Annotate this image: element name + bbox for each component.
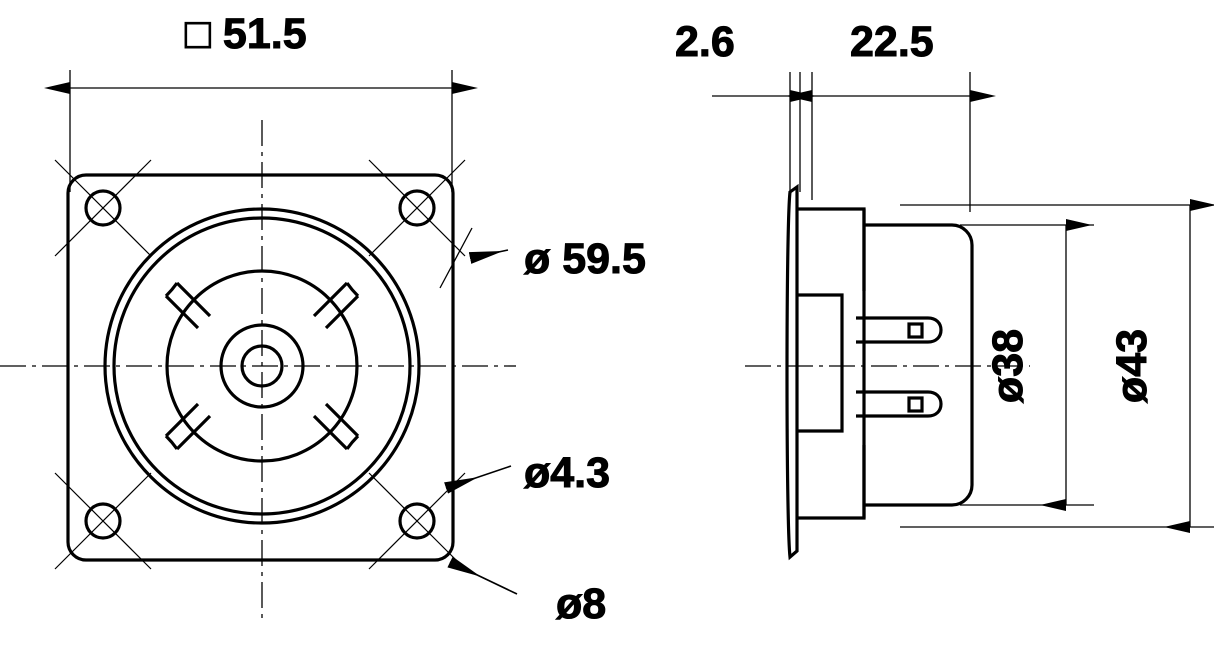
dim-label-outer-diameter: ø 59.5 (524, 235, 646, 283)
side-flange-plate (785, 183, 799, 561)
dim-label-hole-diameter: ø4.3 (524, 449, 610, 497)
side-frame-step-outer (797, 207, 866, 520)
hole-centermarks (54, 159, 466, 570)
terminal-tab-upper-hole (907, 322, 924, 339)
dim-body-depth (786, 72, 996, 212)
dim-label-flange-thickness: 2.6 (675, 18, 735, 66)
front-view-centerlines (0, 120, 516, 620)
dim-body-diameter-outer (900, 199, 1214, 533)
terminal-tab-lower-hole (907, 396, 924, 413)
terminal-tab-upper (856, 316, 943, 344)
mounting-hole-bottom-left (84, 502, 122, 540)
dim-label-square-51-5: □ 51.5 (185, 10, 307, 58)
dim-label-body-diameter-inner: ø38 (984, 329, 1032, 403)
terminal-tabs (856, 316, 943, 418)
leader-line (444, 465, 512, 494)
leader-line (447, 556, 518, 595)
leader-outer-diameter (439, 227, 509, 289)
leader-counterbore-diameter (447, 556, 518, 595)
dim-label-counterbore-diameter: ø8 (556, 580, 606, 628)
dim-square-51-5 (44, 70, 478, 192)
dim-flange-thickness (712, 72, 816, 192)
front-view: □ 51.5 ø 59.5 ø4.3 ø8 (0, 10, 646, 629)
mounting-holes (84, 189, 436, 540)
dim-body-diameter-inner (960, 219, 1094, 511)
leader-slash (439, 227, 473, 289)
leader-hole-diameter (444, 465, 512, 494)
leader-line (468, 249, 509, 264)
speaker-spokes (164, 281, 360, 451)
side-frame-step-inner (797, 293, 844, 433)
mounting-hole-top-right (398, 189, 436, 227)
side-view: 2.6 22.5 ø38 ø43 (675, 18, 1214, 561)
side-magnet-body (864, 223, 974, 507)
mounting-hole-bottom-right (398, 502, 436, 540)
flange-outline (66, 173, 455, 562)
dim-label-body-diameter-outer: ø43 (1108, 329, 1156, 403)
terminal-tab-lower (856, 390, 943, 418)
dim-label-body-depth: 22.5 (850, 18, 934, 66)
mounting-hole-top-left (84, 189, 122, 227)
